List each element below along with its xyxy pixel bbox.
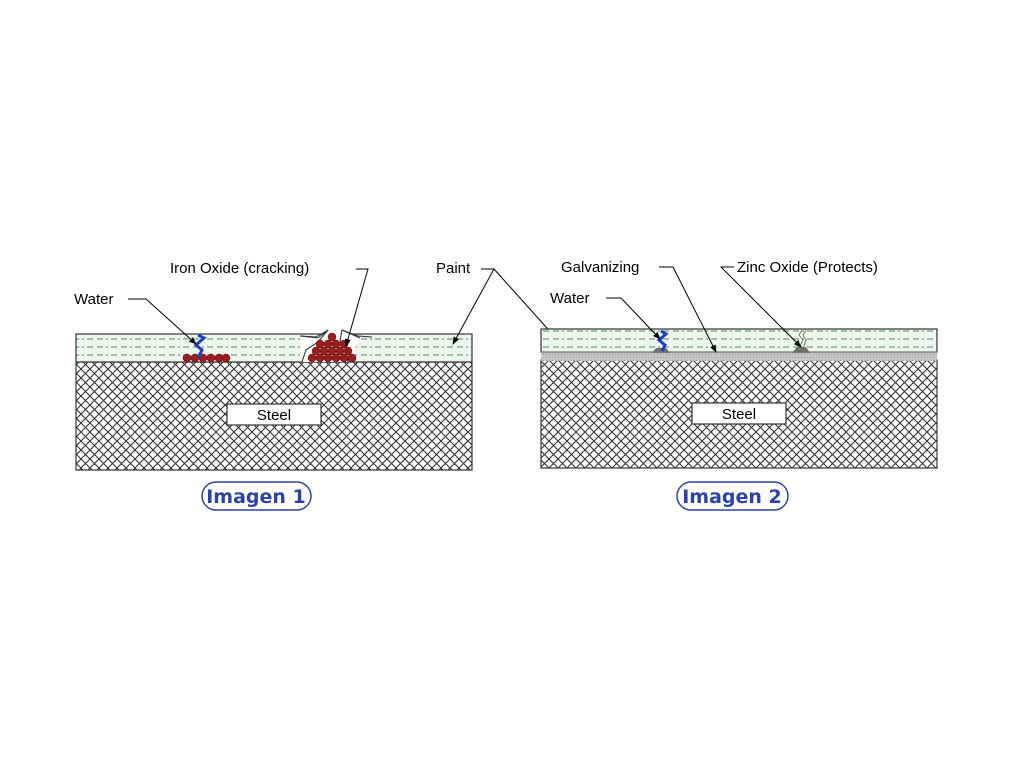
steel-label: Steel — [257, 407, 291, 424]
water-droplet-icon — [193, 333, 207, 359]
water-leader-line — [128, 298, 197, 345]
iron-oxide-label: Iron Oxide (cracking) — [170, 260, 309, 277]
paint-leader-line-2 — [493, 268, 556, 338]
rust-deposit-pile — [307, 332, 357, 363]
paint-layer — [75, 333, 473, 363]
steel-label-box — [691, 402, 787, 425]
steel-label-box — [226, 403, 322, 426]
water-label: Water — [550, 290, 589, 307]
steel-label: Steel — [722, 406, 756, 423]
caption-2: Imagen 2 — [682, 486, 782, 508]
water-leader-line — [606, 297, 661, 340]
caption-2-pill — [676, 481, 789, 511]
zinc-oxide-patch — [792, 347, 810, 353]
zinc-oxide-leader-line — [719, 266, 802, 348]
galvanizing-leader-line — [659, 266, 717, 353]
galvanizing-label: Galvanizing — [561, 259, 639, 276]
caption-1: Imagen 1 — [206, 486, 306, 508]
diagram-2: Steel Water Galvanizing Zinc Oxide (Prot… — [540, 259, 938, 511]
water-droplet-icon — [656, 329, 669, 352]
water-label: Water — [74, 291, 113, 308]
galvanizing-layer — [541, 352, 937, 361]
paint-leader-line-1 — [452, 268, 495, 345]
caption-1-pill — [201, 481, 312, 511]
rust-deposit-small — [182, 353, 231, 363]
iron-oxide-leader-line — [345, 268, 369, 347]
paint-layer — [540, 328, 938, 353]
paint-label: Paint — [436, 260, 471, 277]
diagram-1: Steel Water Iron Oxide (cracking) Paint … — [74, 260, 556, 511]
zinc-oxide-label: Zinc Oxide (Protects) — [737, 259, 878, 276]
